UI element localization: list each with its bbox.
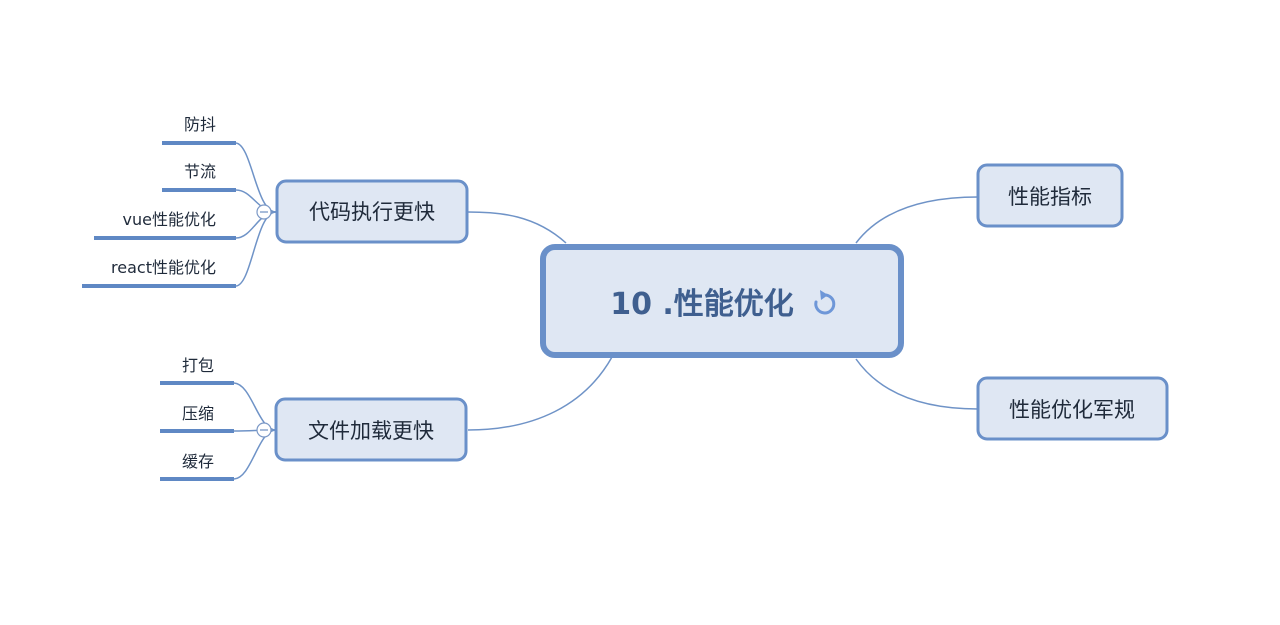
collapse-toggle-file-loading[interactable] [256, 422, 272, 438]
leaf-labels: 防抖 节流 vue性能优化 react性能优化 打包 压缩 缓存 [111, 115, 216, 471]
link-file-to-leaf-3 [233, 429, 277, 480]
collapse-toggle-code-speed[interactable] [256, 204, 272, 220]
root-node-box[interactable] [540, 244, 904, 358]
leaf-label-vue[interactable]: vue性能优化 [123, 210, 216, 229]
root-connectors [467, 196, 979, 431]
refresh-icon-ring [814, 293, 836, 315]
branch-node-box[interactable] [274, 397, 468, 462]
leaf-label-cache[interactable]: 缓存 [182, 452, 214, 471]
branch-node-box[interactable] [976, 163, 1124, 228]
leaf-label-compress[interactable]: 压缩 [182, 404, 214, 423]
link-root-to-guidelines [855, 358, 979, 410]
branch-node-metrics[interactable]: 性能指标 [976, 163, 1124, 228]
link-root-to-file-loading [467, 356, 613, 431]
branch-node-box[interactable] [275, 179, 469, 244]
branch-node-file-loading[interactable]: 文件加载更快 [274, 397, 468, 462]
branch-node-label: 性能指标 [1008, 185, 1092, 209]
root-node-label: 10 .性能优化 [610, 287, 794, 322]
link-code-to-leaf-2 [235, 189, 277, 213]
link-root-to-metrics [855, 196, 979, 244]
branch-node-box[interactable] [976, 376, 1169, 441]
branch-node-guidelines[interactable]: 性能优化军规 [976, 376, 1169, 441]
leaf-underlines [82, 141, 236, 481]
leaf-label-debounce[interactable]: 防抖 [184, 115, 216, 134]
leaf-label-bundle[interactable]: 打包 [182, 356, 214, 375]
leaf-label-react[interactable]: react性能优化 [111, 258, 216, 277]
branch-node-label: 性能优化军规 [1009, 398, 1135, 422]
link-file-to-leaf-2 [233, 429, 277, 432]
branch-node-label: 代码执行更快 [309, 200, 435, 224]
branch-node-label: 文件加载更快 [308, 419, 434, 443]
link-file-to-leaf-1 [233, 382, 277, 431]
refresh-icon-arrow [820, 290, 828, 300]
refresh-icon[interactable] [814, 290, 836, 315]
leaf-label-throttle[interactable]: 节流 [184, 162, 216, 181]
root-node[interactable]: 10 .性能优化 [540, 244, 904, 358]
branch-node-code-speed[interactable]: 代码执行更快 [275, 179, 469, 244]
link-root-to-code-speed [467, 211, 567, 244]
